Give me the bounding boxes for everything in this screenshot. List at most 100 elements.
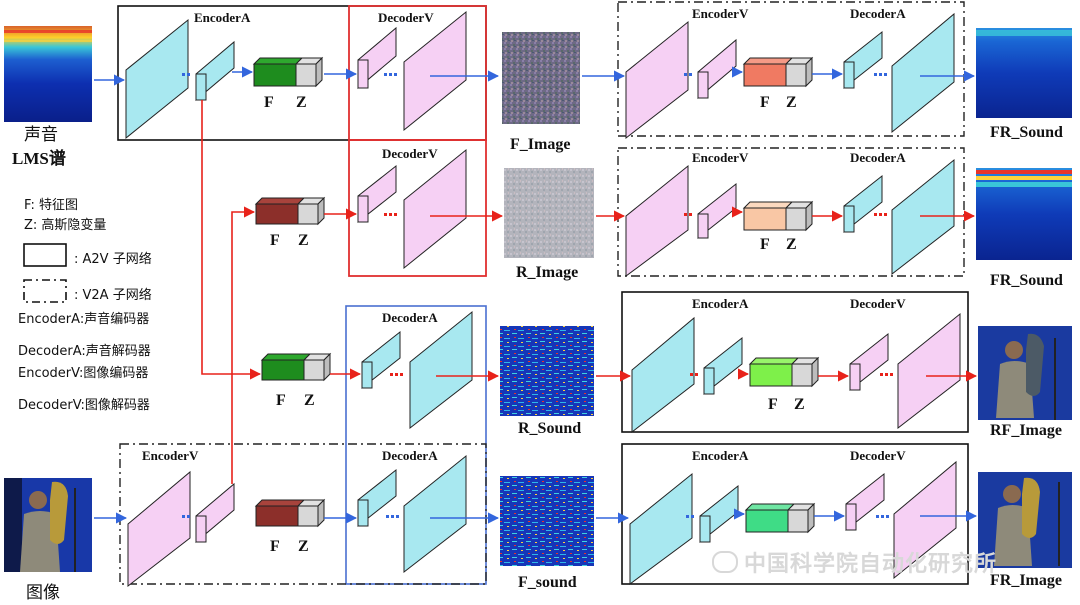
encoder-v-large-block-r2: [625, 164, 689, 277]
watermark-text: 中国科学院自动化研究所: [744, 552, 998, 577]
fr-image-label: FR_Image: [990, 572, 1062, 589]
f-label-r1: F: [264, 94, 274, 111]
encoder-a-large-block-r4: [629, 472, 693, 585]
decoder-a-small-block-r4: [357, 468, 397, 528]
f-image-output: [502, 32, 580, 124]
r-image-label: R_Image: [516, 264, 579, 281]
f-label-r1-right: F: [760, 94, 770, 111]
decoder-v-large-block-r2: [403, 148, 467, 270]
decoder-v-large-block-r3: [897, 312, 961, 430]
input-sound-label-1: 声音: [24, 125, 58, 145]
decoder-a-label-r3: DecoderA: [382, 310, 438, 325]
f-label-r2-right: F: [760, 236, 770, 253]
encoder-v-label-r4: EncoderV: [142, 448, 199, 463]
encoder-a-large-block-r1: [125, 18, 189, 140]
decoder-a-small-block-r3: [361, 330, 401, 390]
z-label-r3: Z: [304, 392, 315, 409]
r-image-output: [504, 168, 594, 258]
v2a-frame-right-1: [617, 1, 965, 137]
decoder-v-small-block-r2: [357, 164, 397, 224]
decoder-v-label-r1: DecoderV: [378, 10, 434, 25]
encoder-v-label-r1-right: EncoderV: [692, 6, 749, 21]
encoder-a-small-block-r4: [699, 484, 739, 544]
decoder-v-label-r3-right: DecoderV: [850, 296, 906, 311]
decoder-a-small-block-r2: [843, 174, 883, 234]
encoder-v-label-r2-right: EncoderV: [692, 150, 749, 165]
feature-block-r2-right: [742, 200, 814, 232]
red-dots: [384, 213, 893, 376]
z-label-r1-right: Z: [786, 94, 797, 111]
fr-sound-output-1: [976, 28, 1072, 118]
wechat-icon: [712, 551, 738, 573]
encoder-a-label-r4-right: EncoderA: [692, 448, 749, 463]
encoder-a-label-r3-right: EncoderA: [692, 296, 749, 311]
v2a-frame-right-2: [617, 147, 965, 277]
input-sound-label-2: LMS谱: [12, 149, 66, 168]
encoder-v-small-block-r1: [697, 38, 737, 100]
rf-image-label: RF_Image: [990, 422, 1062, 439]
feature-block-r1-right: [742, 56, 814, 88]
feature-block-r3-right: [748, 356, 820, 388]
encoder-v-large-block-r1: [625, 20, 689, 140]
input-image-label: 图像: [26, 583, 60, 603]
input-photo: [4, 478, 92, 572]
encoder-a-label-r1: EncoderA: [194, 10, 251, 25]
f-image-label: F_Image: [510, 136, 571, 153]
fr-image-output: [978, 472, 1072, 568]
legend-f-def: F: 特征图: [24, 198, 78, 213]
decoder-v-small-block-r4: [845, 472, 885, 532]
f-label-r3: F: [276, 392, 286, 409]
decoder-a-large-block-r1: [891, 12, 955, 134]
decoder-a-small-block-r1: [843, 30, 883, 90]
decoder-v-label-r2: DecoderV: [382, 146, 438, 161]
z-label-r2: Z: [298, 232, 309, 249]
legend-decoder-v-def: DecoderV:图像解码器: [18, 398, 150, 413]
z-label-r3-right: Z: [794, 396, 805, 413]
legend-encoder-a-def: EncoderA:声音编码器: [18, 312, 150, 327]
r-sound-label: R_Sound: [518, 420, 582, 437]
decoder-v-large-block-r1: [403, 10, 467, 132]
feature-block-r3: [260, 352, 332, 382]
z-label-r2-right: Z: [786, 236, 797, 253]
f-label-r3-right: F: [768, 396, 778, 413]
v2a-frame-bottom: [119, 443, 487, 585]
decoder-a-large-block-r4: [403, 454, 467, 574]
legend-a2v: : A2V 子网络: [74, 252, 152, 267]
encoder-a-large-block-r3: [631, 316, 695, 434]
encoder-a-small-block-r3: [703, 336, 743, 396]
z-label-r1: Z: [296, 94, 307, 111]
decoder-a-label-r1-right: DecoderA: [850, 6, 906, 21]
red-arrows: [201, 100, 978, 484]
encoder-v-large-block-r4: [127, 470, 191, 588]
fr-sound-output-2: [976, 168, 1072, 260]
blue-arrows: [94, 66, 978, 524]
watermark: 中国科学院自动化研究所: [712, 546, 997, 578]
legend-z-def: Z: 高斯隐变量: [24, 218, 107, 233]
a2v-frame-right-3: [621, 291, 969, 433]
decoder-v-small-block-r1: [357, 26, 397, 90]
decoder-v-large-block-r4: [893, 460, 957, 580]
encoder-v-small-block-r2: [697, 182, 737, 240]
feature-block-r1: [252, 56, 324, 88]
legend-v2a: : V2A 子网络: [74, 288, 152, 303]
decoder-a-large-block-r3: [409, 310, 473, 430]
feature-block-r4: [254, 498, 326, 528]
fr-sound-label-2: FR_Sound: [990, 272, 1063, 289]
decoder-v-label-r4-right: DecoderV: [850, 448, 906, 463]
r-sound-output: [500, 326, 594, 416]
decoder-a-large-block-r2: [891, 158, 955, 276]
decoder-a-label-r4: DecoderA: [382, 448, 438, 463]
feature-block-r4-right: [744, 502, 816, 534]
legend-encoder-v-def: EncoderV:图像编码器: [18, 366, 149, 381]
fr-sound-label-1: FR_Sound: [990, 124, 1063, 141]
decoder-v-small-block-r3: [849, 332, 889, 392]
legend-solid-swatch: [23, 243, 67, 267]
encoder-v-small-block-r4: [195, 482, 235, 544]
legend-dashed-swatch: [23, 279, 67, 303]
z-label-r4: Z: [298, 538, 309, 555]
legend-decoder-a-def: DecoderA:声音解码器: [18, 344, 151, 359]
decoder-v-red-frame-2: [348, 139, 487, 277]
f-sound-output: [500, 476, 594, 566]
blue-dots: [182, 73, 889, 518]
